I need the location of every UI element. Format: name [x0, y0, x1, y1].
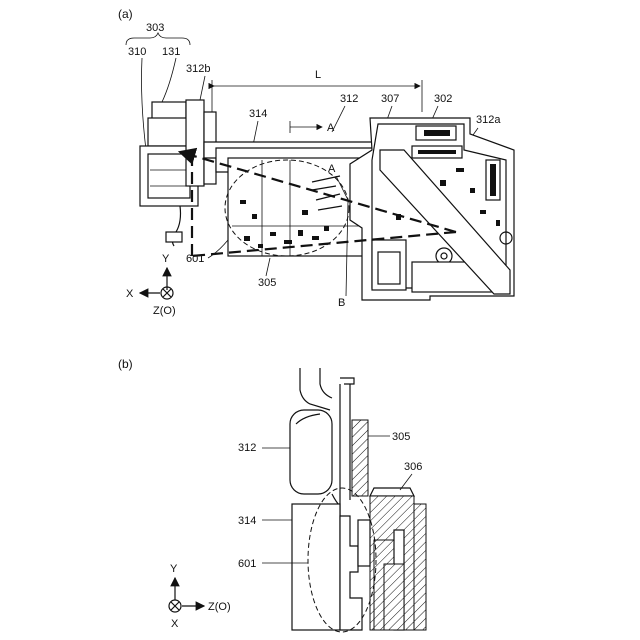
plate-312-section	[290, 410, 332, 494]
chassis-top-curve-2	[320, 368, 332, 398]
axes-b: Y Z(O) X	[169, 563, 231, 630]
panel-a: (a) 303 310 131 312b L 312 307 302 312a …	[118, 7, 514, 317]
leader-601	[208, 240, 228, 258]
axes-a: Y X Z(O)	[126, 253, 176, 317]
label-305: 305	[258, 277, 276, 289]
comp-a7	[324, 226, 329, 231]
module-bottom-left	[372, 240, 406, 290]
label-601-b: 601	[238, 558, 256, 570]
label-312: 312	[340, 93, 358, 105]
comp-a9	[244, 236, 250, 241]
module-303	[140, 100, 216, 246]
axis-x-cross-b	[171, 602, 179, 610]
board-305-section	[352, 420, 368, 496]
comp-b4	[456, 168, 464, 172]
axis-z-label-b: Z(O)	[208, 601, 231, 613]
label-305-b: 305	[392, 431, 410, 443]
axis-y-label: Y	[162, 253, 170, 265]
axis-z-label: Z(O)	[153, 305, 176, 317]
chassis-top-curve	[300, 368, 330, 410]
leader-312b	[200, 76, 205, 100]
comp-a10	[302, 210, 308, 215]
module-303-upper	[148, 118, 190, 146]
comp-a8	[258, 244, 263, 248]
label-A-lower: A	[328, 163, 336, 175]
label-314: 314	[249, 108, 267, 120]
label-312-b: 312	[238, 442, 256, 454]
label-A-top: A	[327, 122, 335, 134]
axis-x-label-b: X	[171, 618, 179, 630]
comp-a5	[298, 230, 303, 236]
chassis-step	[340, 378, 354, 384]
axis-z-cross	[163, 289, 171, 297]
comp-a3	[270, 232, 276, 236]
connector-1-pins	[418, 150, 456, 154]
label-302: 302	[434, 93, 452, 105]
comp-a1	[240, 200, 246, 204]
label-303: 303	[146, 22, 164, 34]
label-L: L	[315, 69, 321, 81]
leader-305	[266, 258, 270, 276]
label-310: 310	[128, 46, 146, 58]
axis-x-label: X	[126, 288, 134, 300]
part-306-cap	[370, 488, 414, 496]
comp-b7	[480, 210, 486, 214]
brace-303	[126, 33, 190, 45]
comp-b9	[496, 220, 500, 226]
comp-a6	[312, 236, 319, 240]
board-314-section	[292, 504, 340, 630]
panel-b: (b) 312 305 306 314 601	[118, 357, 426, 632]
label-314-b: 314	[238, 515, 256, 527]
comp-b5	[470, 188, 475, 193]
comp-b3	[440, 180, 446, 186]
part-306-inner-2	[384, 564, 404, 630]
comp-a2	[252, 214, 257, 219]
leader-131	[162, 58, 176, 102]
flex-connector	[166, 232, 182, 242]
part-306-side	[414, 504, 426, 630]
axis-y-label-b: Y	[170, 563, 178, 575]
label-306: 306	[404, 461, 422, 473]
panel-b-label: (b)	[118, 357, 133, 371]
bracket-312b	[186, 100, 204, 186]
connector-2-pins	[490, 164, 496, 196]
chip-307-core	[424, 130, 450, 136]
chip-stack-2	[358, 520, 370, 566]
label-312b: 312b	[186, 63, 210, 75]
label-307: 307	[381, 93, 399, 105]
label-131: 131	[162, 46, 180, 58]
panel-a-label: (a)	[118, 7, 133, 21]
comp-a4	[284, 240, 292, 244]
leader-310	[142, 58, 147, 150]
label-B: B	[338, 297, 345, 309]
label-312a: 312a	[476, 114, 501, 126]
